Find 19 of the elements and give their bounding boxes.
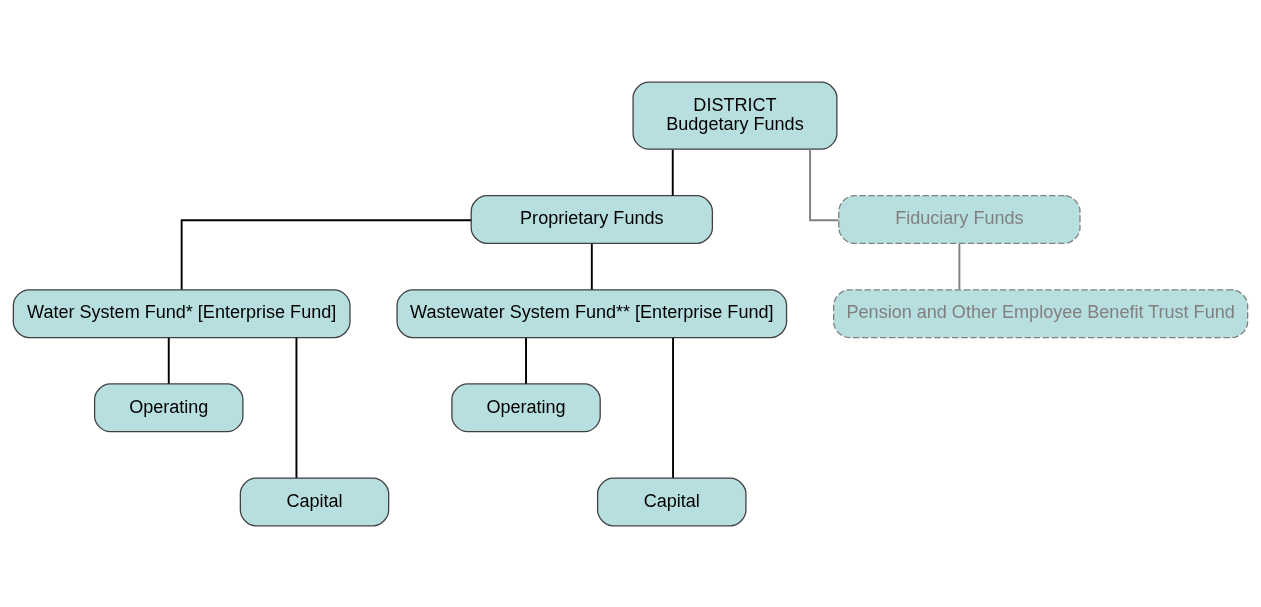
node-box: Fiduciary Funds [838,194,1081,244]
node-box: Proprietary Funds [470,194,714,244]
node-box: Wastewater System Fund** [Enterprise Fund] [396,288,788,338]
connector [295,336,298,479]
connector [167,336,170,385]
node-box: DISTRICT Budgetary Funds [632,81,838,150]
connector [180,218,472,291]
connector [590,242,593,290]
node-box: Water System Fund* [Enterprise Fund] [12,288,351,338]
connector [958,242,961,290]
connector [671,148,674,197]
node-box: Operating [451,382,601,432]
node-box: Pension and Other Employee Benefit Trust Fund [833,288,1249,338]
connector [809,147,840,221]
node-box: Capital [596,476,747,526]
node-box: Operating [93,382,244,432]
node-box: Capital [239,476,390,526]
connector [525,336,527,385]
connector [672,336,675,479]
